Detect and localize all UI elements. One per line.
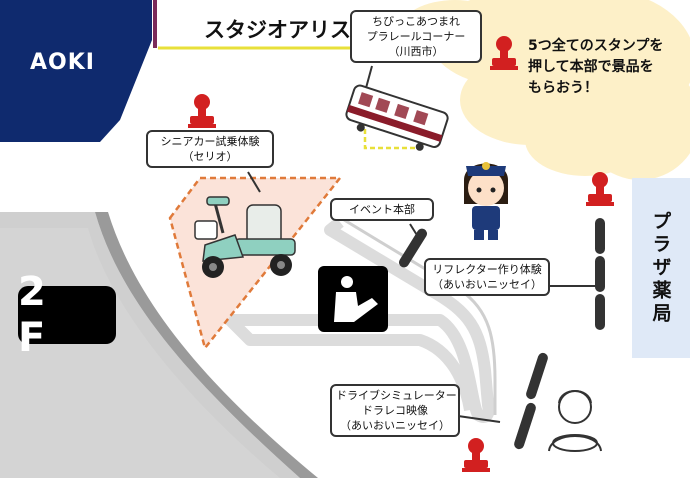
callout-line: （あいおいニッセイ）	[432, 278, 542, 291]
plarail-track-loop	[224, 217, 495, 423]
callout-line: イベント本部	[349, 203, 415, 216]
aoki-store-label: AOKI	[30, 50, 95, 75]
callout-reflector: リフレクター作り体験 （あいおいニッセイ）	[424, 258, 550, 296]
callout-line: ドラレコ映像	[362, 404, 428, 417]
floor-badge: 2 F	[18, 269, 116, 361]
callout-line: （あいおいニッセイ）	[340, 419, 450, 432]
plaza-booth-bar-1	[595, 218, 605, 254]
stamp-note-line: 5つ全てのスタンプを	[528, 38, 664, 54]
plaza-pharmacy-label: プラザ薬局	[632, 178, 690, 358]
drive-booth-bar-1	[526, 352, 548, 400]
stamp-note: 5つ全てのスタンプを 押して本部で景品を もらおう！	[528, 36, 690, 99]
callout-drive-simulator: ドライブシミュレーター ドラレコ映像 （あいおいニッセイ）	[330, 384, 460, 437]
drive-booth-bar-2	[514, 402, 536, 450]
studio-alice-label: スタジオアリス	[204, 18, 351, 42]
plaza-booth-bar-3	[595, 294, 605, 330]
callout-senior-car: シニアカー試乗体験 （セリオ）	[146, 130, 274, 168]
callout-chibikko-plarail: ちびっこあつまれ プラレールコーナー （川西市）	[350, 10, 482, 63]
stamp-icon	[490, 36, 518, 70]
stamp-note-line: 押して本部で景品を	[528, 59, 654, 75]
callout-line: シニアカー試乗体験	[160, 135, 260, 148]
police-mascot-icon	[464, 162, 508, 240]
driver-icon	[548, 390, 602, 452]
callout-tail	[247, 171, 261, 193]
callout-line: ちびっこあつまれ	[372, 15, 460, 28]
plaza-booth-bar-2	[595, 256, 605, 292]
callout-line: リフレクター作り体験	[432, 263, 542, 276]
callout-line: プラレールコーナー	[366, 30, 466, 43]
stamp-icon	[462, 438, 490, 472]
callout-line: （川西市）	[388, 45, 444, 58]
escalator-icon	[318, 266, 388, 332]
callout-line: （セリオ）	[182, 150, 238, 163]
stamp-icon	[188, 94, 216, 128]
stamp-icon	[586, 172, 614, 206]
callout-tail	[365, 65, 373, 89]
stamp-note-cloud	[400, 0, 690, 180]
train-icon	[345, 84, 449, 151]
walkway-light-region	[95, 212, 318, 478]
callout-event-hq: イベント本部	[330, 198, 434, 221]
callout-line: ドライブシミュレーター	[336, 389, 457, 402]
aoki-store-block	[0, 0, 152, 142]
stamp-note-line: もらおう！	[528, 80, 598, 96]
callout-tail	[457, 415, 501, 423]
callout-tail	[409, 223, 421, 241]
senior-car-icon	[194, 196, 296, 278]
